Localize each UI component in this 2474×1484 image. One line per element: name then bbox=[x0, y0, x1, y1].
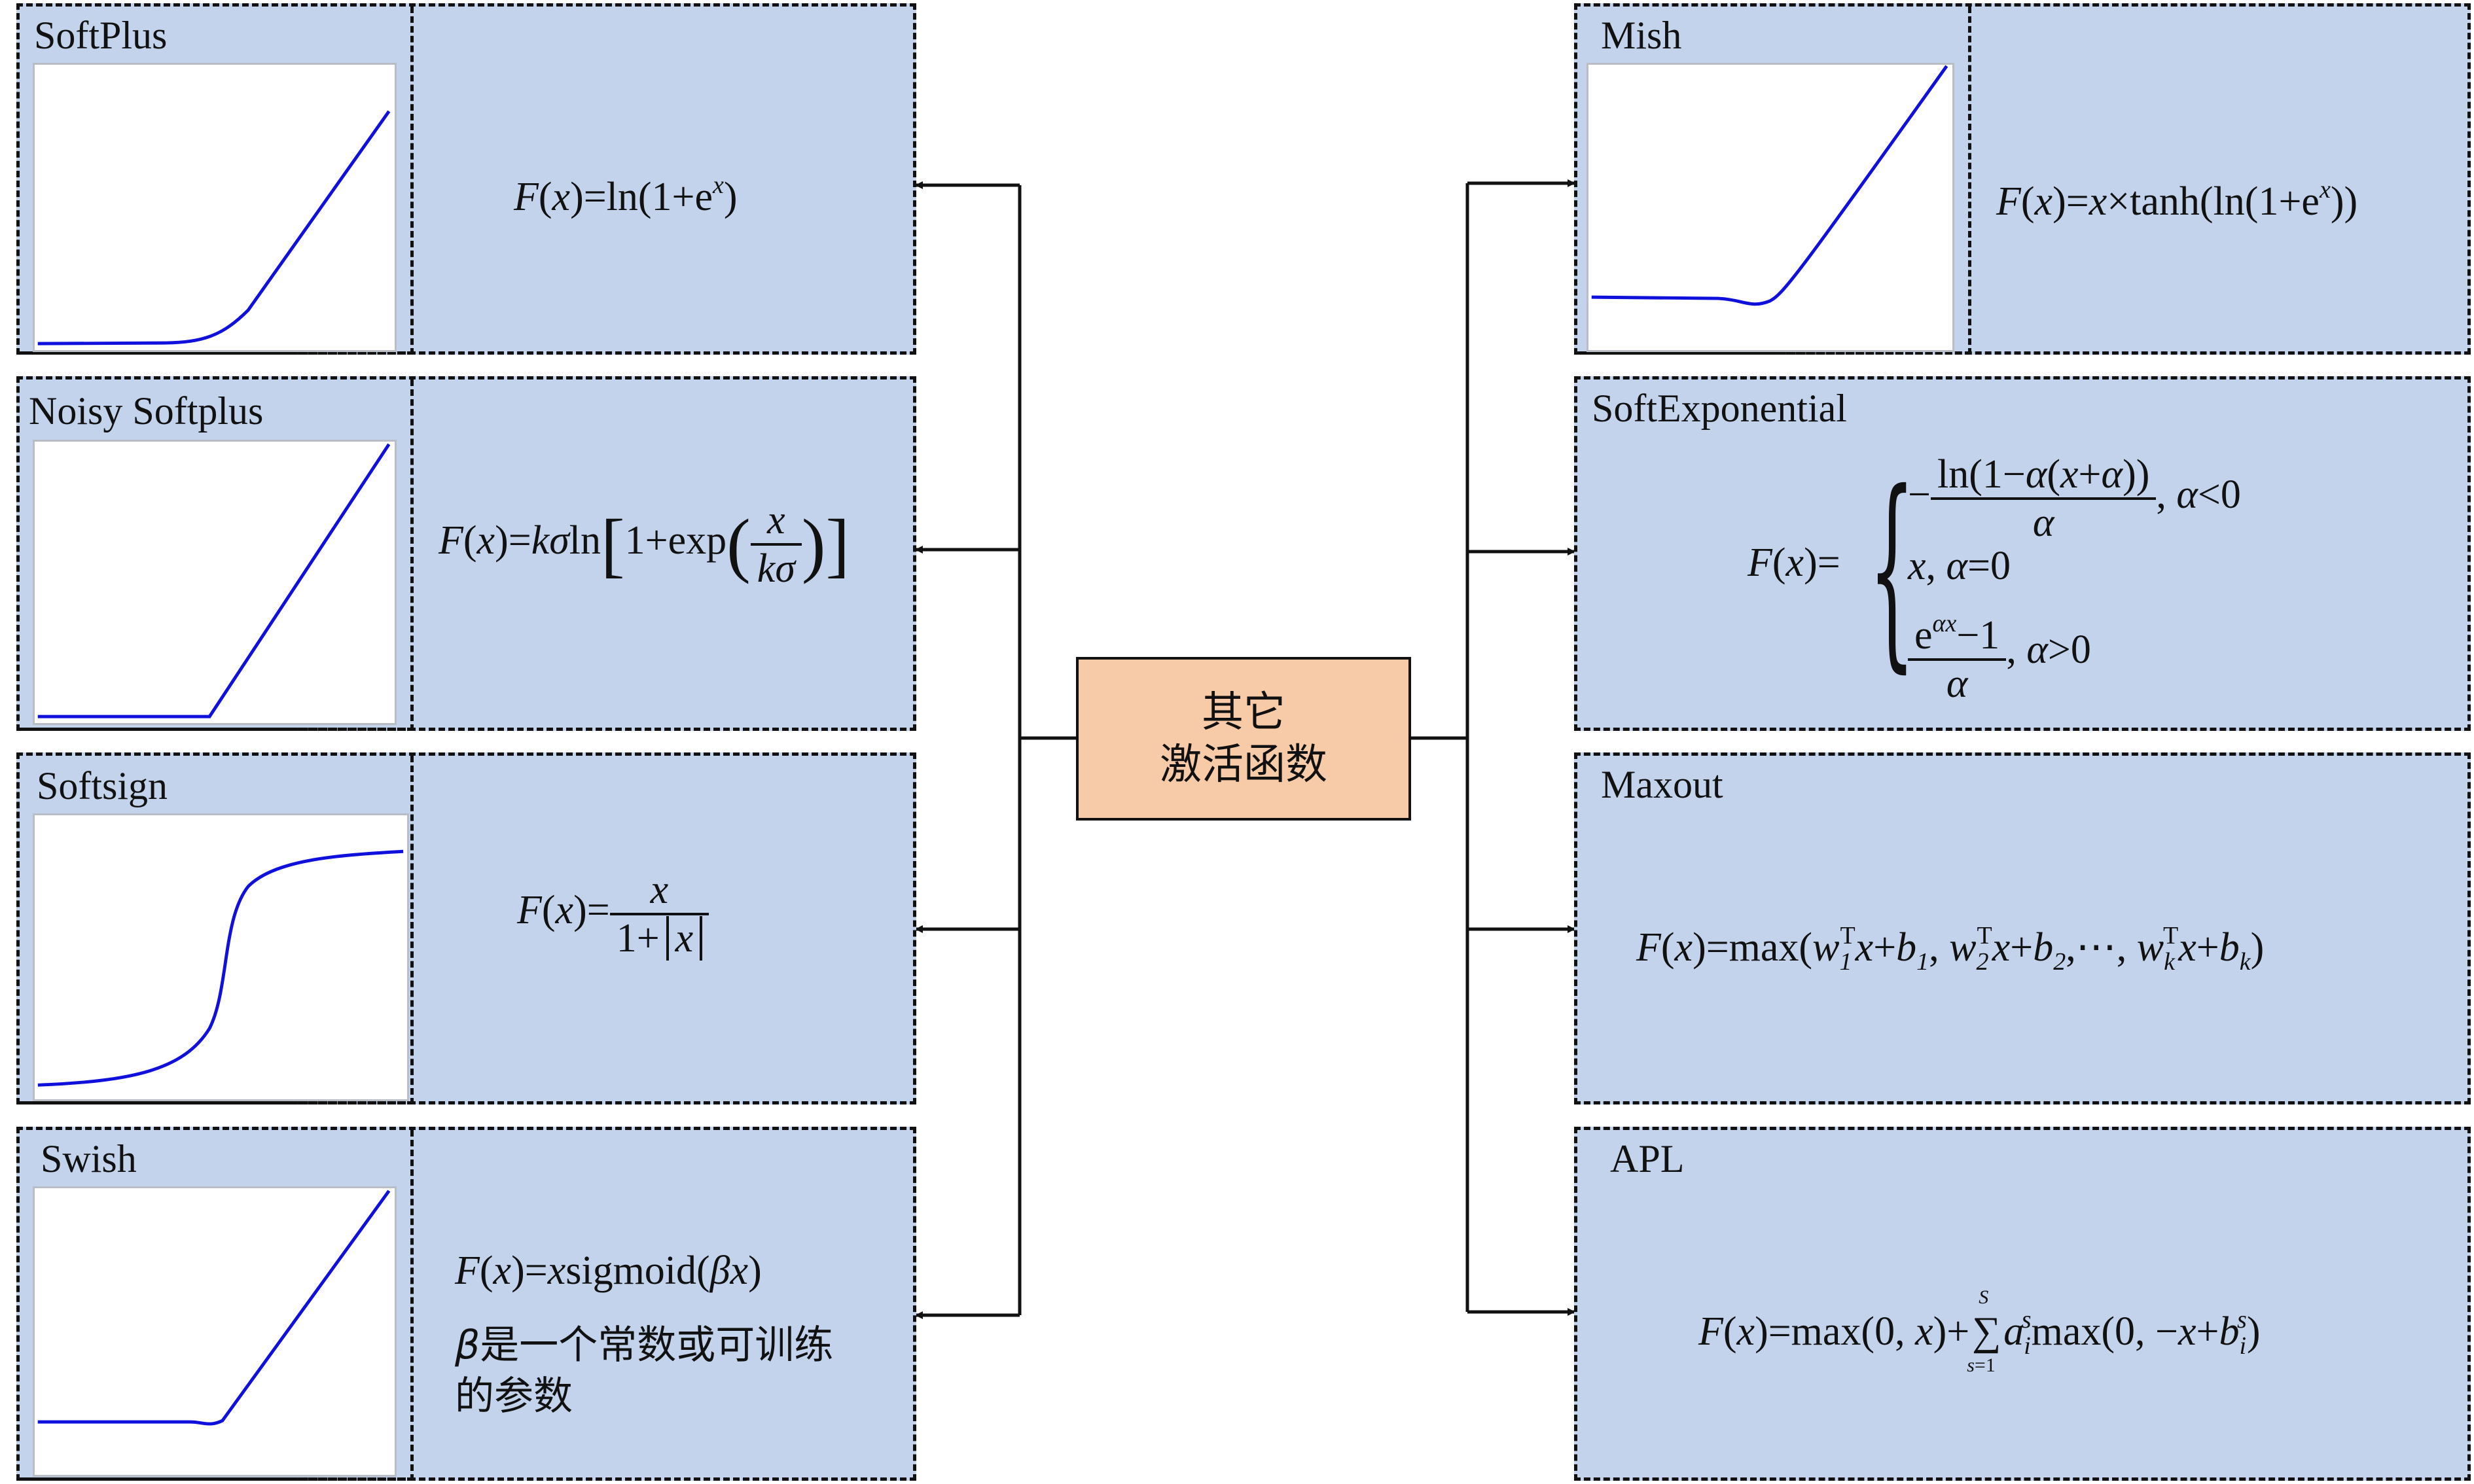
mish-curve bbox=[1591, 65, 1948, 306]
panel-title: Maxout bbox=[1601, 763, 1723, 806]
center-node: 其它 激活函数 bbox=[1076, 657, 1411, 821]
panel-softexponential: SoftExponential F(x)= { −ln(1−α(x+α))α, … bbox=[1574, 376, 2471, 731]
panel-title: Mish bbox=[1601, 14, 1682, 57]
center-label-line2: 激活函数 bbox=[1160, 741, 1327, 789]
panel-title: SoftExponential bbox=[1592, 387, 1847, 430]
swish-formula: F(x)=xsigmoid(βx) bbox=[455, 1248, 762, 1293]
panel-title: Noisy Softplus bbox=[29, 389, 264, 433]
panel-title: APL bbox=[1610, 1137, 1685, 1180]
mish-plot bbox=[1587, 63, 1954, 352]
panel-title: Swish bbox=[41, 1137, 137, 1180]
softsign-plot bbox=[33, 813, 409, 1101]
noisy-softplus-curve bbox=[37, 443, 391, 718]
softplus-plot bbox=[33, 63, 397, 352]
thumb-frame bbox=[1577, 7, 1971, 355]
thumb-frame bbox=[20, 1130, 414, 1481]
thumb-frame bbox=[20, 380, 414, 731]
softsign-curve bbox=[37, 849, 404, 1087]
mish-formula: F(x)=x×tanh(ln(1+ex)) bbox=[1996, 176, 2358, 224]
noisy-softplus-plot bbox=[33, 440, 397, 725]
swish-note: β是一个常数或可训练 的参数 bbox=[455, 1322, 834, 1419]
swish-curve bbox=[37, 1190, 391, 1426]
center-label-line1: 其它 bbox=[1202, 688, 1285, 737]
maxout-formula: F(x)=max(w1Tx+b1, w2Tx+b2,⋯, wkTx+bk) bbox=[1636, 922, 2265, 976]
softplus-curve bbox=[37, 110, 391, 345]
softplus-formula: F(x)=ln(1+ex) bbox=[514, 171, 738, 219]
thumb-frame bbox=[20, 7, 414, 355]
panel-maxout: Maxout F(x)=max(w1Tx+b1, w2Tx+b2,⋯, wkTx… bbox=[1574, 752, 2471, 1104]
swish-plot bbox=[33, 1186, 397, 1477]
panel-title: Softsign bbox=[37, 764, 168, 807]
panel-mish: Mish F(x)=x×tanh(ln(1+ex)) bbox=[1574, 3, 2471, 355]
panel-title: SoftPlus bbox=[34, 14, 168, 57]
panel-swish: Swish F(x)=xsigmoid(βx) β是一个常数或可训练 的参数 bbox=[16, 1127, 916, 1481]
thumb-frame bbox=[20, 756, 414, 1104]
panel-softplus: SoftPlus F(x)=ln(1+ex) bbox=[16, 3, 916, 355]
